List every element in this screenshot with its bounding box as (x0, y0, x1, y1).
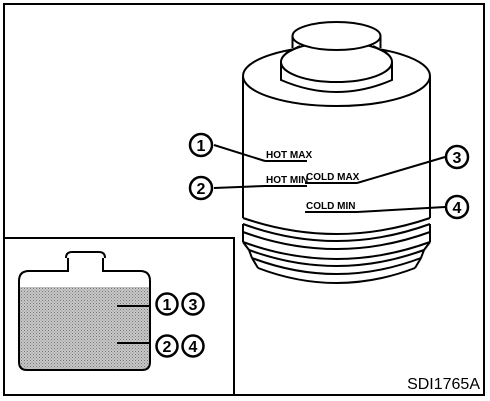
hot-max-mark: HOT MAX (266, 150, 312, 161)
figure-code: SDI1765A (407, 376, 480, 393)
inset-panel (3, 237, 235, 396)
inset-callout-3: 3 (181, 292, 205, 316)
svg-text:4: 4 (453, 200, 462, 217)
svg-text:2: 2 (197, 181, 206, 198)
svg-text:2: 2 (163, 339, 172, 356)
inset-fluid (19, 287, 150, 370)
reservoir-cap (280, 21, 393, 93)
svg-text:1: 1 (197, 138, 206, 155)
callout-leaders (213, 144, 446, 213)
svg-text:1: 1 (163, 297, 172, 314)
inset-callout-4: 4 (181, 334, 205, 358)
svg-text:3: 3 (453, 150, 462, 167)
callout-1: 1 (188, 132, 214, 158)
inset-tank-outline (18, 258, 151, 371)
inset-callout-1: 1 (155, 292, 179, 316)
figure-frame (3, 3, 485, 396)
svg-text:4: 4 (189, 339, 198, 356)
level-marks (265, 160, 357, 213)
callout-3: 3 (444, 144, 470, 170)
hot-min-mark: HOT MIN (266, 175, 308, 186)
callout-2: 2 (188, 175, 214, 201)
callout-4: 4 (444, 194, 470, 220)
cold-min-mark: COLD MIN (306, 201, 355, 212)
inset-callout-2: 2 (155, 334, 179, 358)
svg-text:3: 3 (189, 297, 198, 314)
cold-max-mark: COLD MAX (306, 172, 360, 183)
